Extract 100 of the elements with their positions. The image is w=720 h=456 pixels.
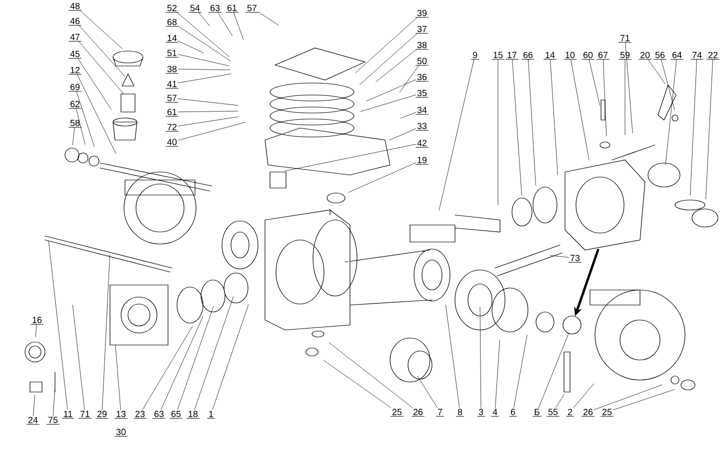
leader-line xyxy=(594,384,662,410)
leader-line xyxy=(624,59,626,136)
leader-line xyxy=(446,304,460,408)
callout-number: 1 xyxy=(207,410,215,419)
callout-number: 48 xyxy=(68,2,82,11)
leader-line xyxy=(706,59,713,200)
leader-line xyxy=(53,390,55,416)
leader-line xyxy=(142,326,193,410)
leader-line xyxy=(389,128,416,140)
callout-number: 74 xyxy=(690,52,704,60)
callout-number: 63 xyxy=(152,410,166,419)
callout-number: 24 xyxy=(26,416,40,425)
leader-line xyxy=(194,296,234,410)
callout-number: 51 xyxy=(166,50,178,58)
leader-line xyxy=(538,333,569,408)
callout-number: 56 xyxy=(654,52,666,60)
callout-number: 22 xyxy=(706,52,720,60)
leader-line xyxy=(400,65,420,92)
leader-line xyxy=(660,59,675,110)
leader-line xyxy=(625,42,633,134)
callout-number: 26 xyxy=(412,408,424,417)
callout-number: 61 xyxy=(226,4,238,13)
callout-number: 54 xyxy=(188,4,202,13)
callout-number: 40 xyxy=(166,138,178,147)
callout-number: 26 xyxy=(582,408,594,417)
leader-line xyxy=(573,384,594,408)
leader-line xyxy=(612,389,675,410)
callout-number: 45 xyxy=(68,50,82,59)
leader-line xyxy=(360,33,418,85)
leader-line xyxy=(76,108,86,145)
callout-number: 68 xyxy=(166,18,178,27)
leader-line xyxy=(438,59,474,210)
callout-number: 63 xyxy=(208,4,222,13)
callout-number: 29 xyxy=(96,410,108,419)
callout-number: Б xyxy=(532,408,542,417)
leader-line xyxy=(360,94,416,112)
callout-number: 36 xyxy=(416,74,428,82)
leader-line xyxy=(400,112,416,118)
leader-line xyxy=(512,59,522,196)
leader-line xyxy=(528,59,536,186)
callout-number: 7 xyxy=(436,408,444,417)
leader-line xyxy=(177,306,214,410)
callout-number: 71 xyxy=(78,410,92,419)
leader-line xyxy=(417,376,438,408)
callout-number: 50 xyxy=(416,58,428,66)
callout-number: 18 xyxy=(186,410,200,419)
leader-line xyxy=(328,342,413,408)
callout-number: 33 xyxy=(416,122,428,131)
callout-number: 66 xyxy=(522,52,534,60)
leader-line xyxy=(160,316,204,410)
leader-line xyxy=(356,17,418,73)
callout-number: 8 xyxy=(456,408,464,417)
leader-line xyxy=(258,12,279,26)
callout-number: 6 xyxy=(509,408,517,417)
callout-number: 3 xyxy=(477,408,485,417)
leader-line xyxy=(72,127,75,146)
callout-number: 12 xyxy=(68,66,82,75)
callout-number: 19 xyxy=(416,156,428,165)
leader-line xyxy=(80,10,122,49)
leader-line xyxy=(690,59,697,196)
callout-number: 71 xyxy=(618,34,632,43)
leader-line xyxy=(33,394,35,416)
leader-line xyxy=(178,40,204,54)
callout-number: 69 xyxy=(68,84,82,92)
callout-number: 16 xyxy=(30,316,44,325)
callout-number: 23 xyxy=(134,410,146,419)
leader-line xyxy=(176,12,230,57)
callout-number: 57 xyxy=(166,94,178,103)
callout-number: 39 xyxy=(416,10,428,18)
leader-line xyxy=(665,59,677,166)
leader-line xyxy=(76,74,116,154)
leader-line xyxy=(178,122,246,141)
callout-number: 41 xyxy=(166,80,178,89)
callout-number: 13 xyxy=(114,410,128,419)
leader-line xyxy=(480,306,482,408)
leader-line xyxy=(76,91,94,147)
leader-line xyxy=(495,340,500,408)
leader-line xyxy=(588,59,600,106)
callout-number: 60 xyxy=(582,52,594,60)
callout-number: 72 xyxy=(166,124,178,132)
callout-number: 17 xyxy=(506,52,518,60)
callout-number: 59 xyxy=(618,52,632,60)
leader-line xyxy=(323,360,392,408)
leader-line xyxy=(178,54,230,66)
callout-number: 57 xyxy=(246,4,258,13)
callout-number: 61 xyxy=(166,108,178,117)
callout-number: 15 xyxy=(492,52,504,60)
leader-line xyxy=(284,144,416,172)
leader-line xyxy=(376,49,417,82)
callout-number: 65 xyxy=(170,410,182,419)
callout-number: 14 xyxy=(166,34,178,43)
leader-line xyxy=(78,58,112,110)
leader-line xyxy=(78,41,124,94)
leader-line xyxy=(78,25,125,76)
callout-number: 73 xyxy=(568,254,582,263)
callout-number: 14 xyxy=(544,52,556,60)
callout-number: 58 xyxy=(68,120,82,128)
leader-line xyxy=(178,74,232,84)
leader-line xyxy=(178,98,238,106)
callout-number: 42 xyxy=(416,140,428,148)
